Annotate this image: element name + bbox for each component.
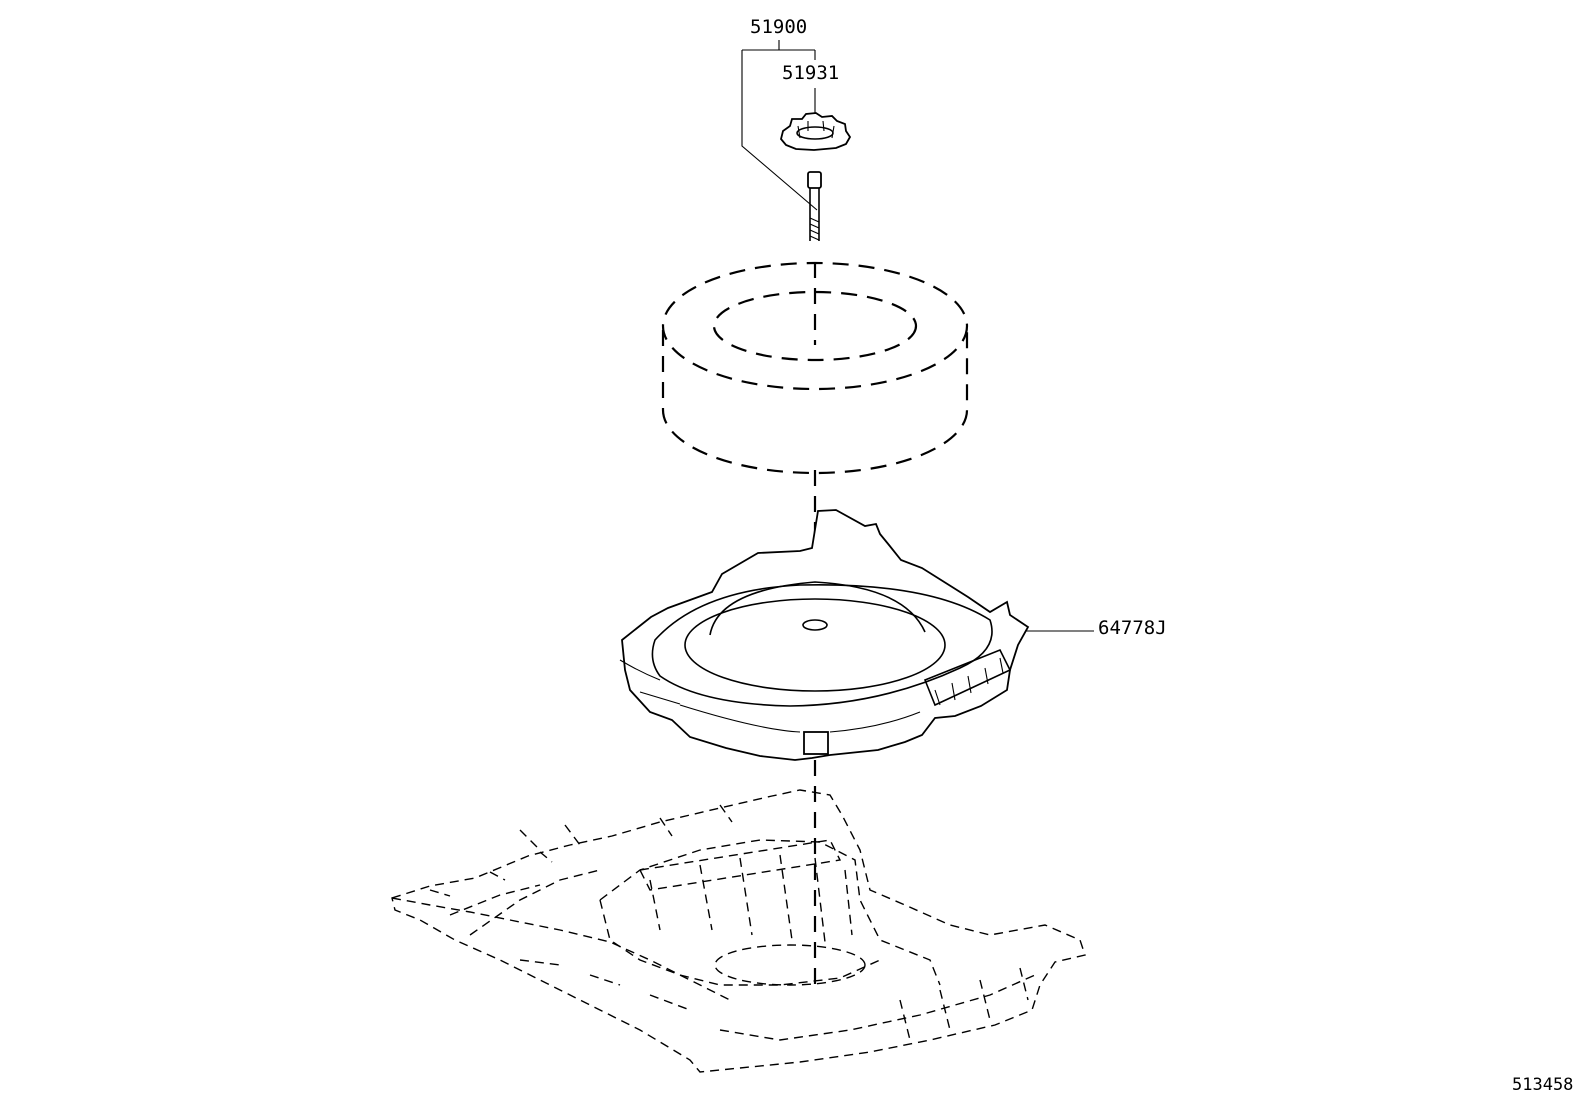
callout-64778j[interactable]: 64778J xyxy=(1098,617,1167,639)
callout-51900[interactable]: 51900 xyxy=(750,16,807,38)
lock-nut-51931[interactable] xyxy=(780,112,852,151)
callout-51931[interactable]: 51931 xyxy=(782,62,839,84)
bolt[interactable] xyxy=(807,171,822,241)
leader-lines xyxy=(741,40,1094,632)
illustration-number: 513458 xyxy=(1512,1075,1573,1095)
rear-floor-pan-phantom xyxy=(391,789,1086,1073)
spare-tire-tray-64778j[interactable] xyxy=(619,509,1030,761)
